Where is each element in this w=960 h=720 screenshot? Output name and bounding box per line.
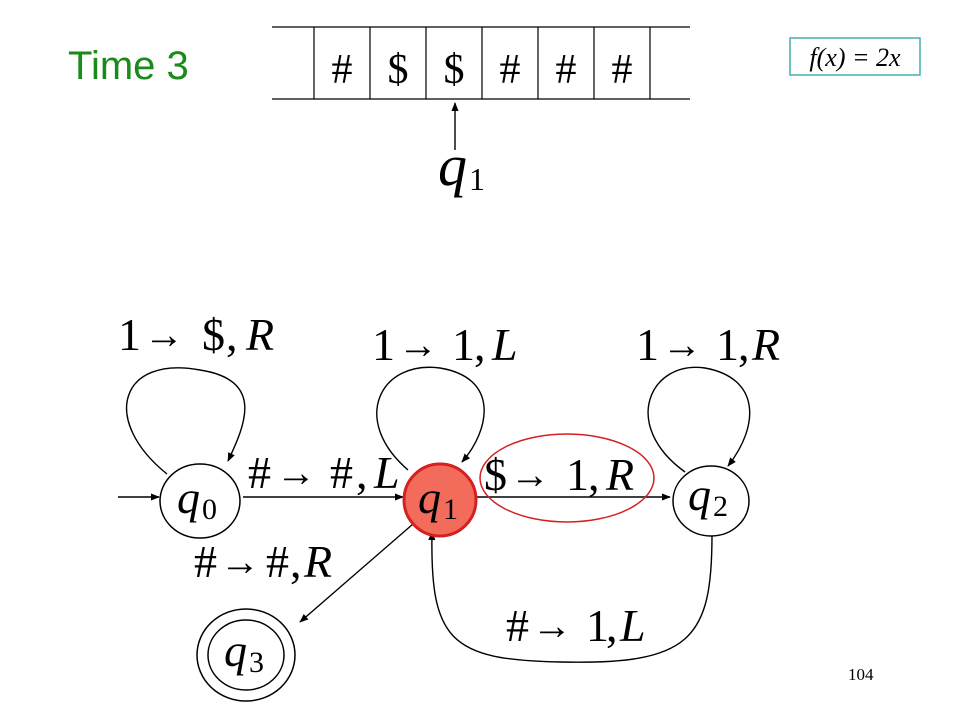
transition-separator: , <box>588 449 600 500</box>
transition-arrow-glyph: → <box>532 603 572 648</box>
edge-q2-q1 <box>428 531 713 663</box>
state-circle-inner <box>207 619 285 691</box>
slide-number: 104 <box>848 665 874 684</box>
edge-q1-q3 <box>299 523 414 623</box>
transition-arrow-glyph: → <box>276 450 316 495</box>
state-label-sub: 1 <box>443 493 458 526</box>
tape-cell-symbol: # <box>612 47 633 93</box>
state-label-sub: 0 <box>202 493 217 526</box>
tape-head-state-sub: 1 <box>469 161 485 197</box>
tape-cell-symbol: $ <box>444 47 465 93</box>
transition-move: L <box>619 600 646 651</box>
transition-move: R <box>605 449 634 500</box>
transition-move: R <box>245 309 274 360</box>
transition-move: R <box>751 319 780 370</box>
state-q0: q 0 <box>159 463 241 539</box>
transition-read: # <box>194 536 217 587</box>
transition-arrow-glyph: → <box>510 452 550 497</box>
transition-read: 1 <box>372 319 395 370</box>
label-q0-loop: 1 → $ , R <box>118 309 274 360</box>
loop-arrow-q2 <box>647 366 751 473</box>
formula-box: f(x) = 2x <box>789 37 921 76</box>
transition-arrow-glyph: → <box>398 322 438 367</box>
transition-separator: , <box>738 319 750 370</box>
transition-write: 1 <box>566 449 589 500</box>
state-q2: q 2 <box>672 465 750 537</box>
state-label-base: q <box>688 469 711 520</box>
transition-read: $ <box>484 449 507 500</box>
transition-write: 1 <box>452 319 475 370</box>
label-q2-loop: 1 → 1 , R <box>636 319 780 370</box>
label-q0-q1: # → # , L <box>248 447 400 498</box>
transition-write: 1 <box>716 319 739 370</box>
highlight-ellipse <box>479 433 655 523</box>
transition-read: 1 <box>118 309 141 360</box>
label-q1-q2: $ → 1 , R <box>484 449 634 500</box>
transition-read: # <box>506 600 529 651</box>
tape-cell-symbol: # <box>556 47 577 93</box>
transition-separator: , <box>606 600 618 651</box>
transition-read: 1 <box>636 319 659 370</box>
transition-read: # <box>248 447 271 498</box>
transition-separator: , <box>226 309 238 360</box>
state-q1: q 1 <box>402 462 478 538</box>
transition-arrow-glyph: → <box>144 312 184 357</box>
state-label-sub: 2 <box>713 490 728 523</box>
label-q2-q1: # → 1 , L <box>506 600 646 651</box>
formula-border <box>789 37 921 76</box>
transition-move: L <box>491 319 518 370</box>
transition-write: $ <box>202 309 225 360</box>
label-q0-q3: # → # , R <box>194 536 332 587</box>
transition-write: # <box>266 536 289 587</box>
transition-arrow-glyph: → <box>220 539 260 584</box>
tape-cell-symbol: $ <box>388 47 409 93</box>
state-circle <box>159 463 241 539</box>
state-circle <box>672 465 750 537</box>
loop-arrow-q1 <box>376 366 485 471</box>
transition-arrow-glyph: → <box>662 322 702 367</box>
state-label-base: q <box>224 625 247 676</box>
formula-text: f(x) = 2x <box>809 43 901 72</box>
transition-move: R <box>303 536 332 587</box>
state-label-sub: 3 <box>249 646 264 679</box>
transition-separator: , <box>474 319 486 370</box>
tape: # $ $ # # # <box>272 26 690 100</box>
loop-arrow-q0 <box>126 367 246 475</box>
tape-head: q 1 <box>438 102 485 198</box>
state-label-base: q <box>177 472 200 523</box>
transition-move: L <box>373 447 400 498</box>
slide-title: Time 3 <box>68 44 189 88</box>
transition-separator: , <box>356 447 368 498</box>
state-q3: q 3 <box>196 608 296 702</box>
state-label-base: q <box>418 472 441 523</box>
tape-cell-symbol: # <box>332 47 353 93</box>
transition-write: # <box>330 447 353 498</box>
label-q1-loop: 1 → 1 , L <box>372 319 518 370</box>
tape-cell-symbol: # <box>500 47 521 93</box>
tape-head-state-base: q <box>438 133 467 198</box>
state-circle-current <box>402 462 478 538</box>
transition-write: 1 <box>586 600 609 651</box>
transition-separator: , <box>290 536 302 587</box>
